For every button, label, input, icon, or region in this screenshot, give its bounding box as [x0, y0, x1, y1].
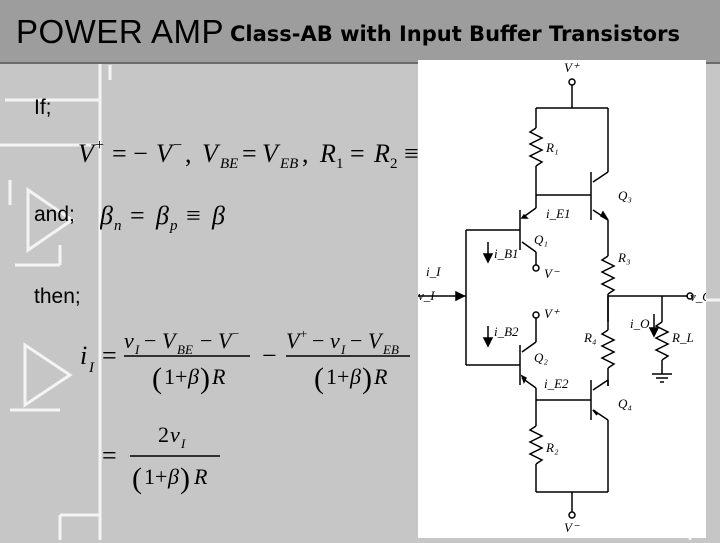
svg-text:V: V [262, 139, 281, 168]
label-r4: R₄ [583, 330, 597, 345]
svg-text:R: R [211, 364, 226, 389]
label-r1: R₁ [545, 140, 558, 155]
svg-text:BE: BE [177, 342, 193, 357]
svg-text:(: ( [132, 462, 142, 495]
label-q1: Q₁ [534, 232, 548, 247]
label-ie1: i_E1 [546, 206, 571, 221]
svg-text:v: v [330, 328, 340, 353]
svg-text:−: − [350, 328, 362, 353]
svg-text:1: 1 [336, 156, 344, 172]
svg-text:v: v [124, 328, 134, 353]
slide-subtitle: Class-AB with Input Buffer Transistors [230, 22, 680, 46]
svg-text:≡: ≡ [404, 139, 419, 168]
label-q2: Q₂ [534, 350, 548, 365]
label-vplus-q2: V⁺ [544, 306, 560, 321]
equation-result: = 2 v I ( 1+ β ) R [102, 418, 242, 503]
label-vminus-q1: V⁻ [544, 266, 560, 281]
label-io: i_O [630, 316, 650, 331]
svg-text:,: , [185, 139, 192, 168]
svg-text:R: R [193, 464, 208, 489]
label-r2: R₂ [545, 440, 559, 455]
label-q3: Q₃ [618, 188, 632, 203]
svg-text:−: − [144, 328, 156, 353]
svg-text:I: I [340, 342, 346, 357]
label-vplus-top: V⁺ [564, 60, 580, 75]
slide-title: POWER AMP [16, 13, 225, 50]
svg-text:i: i [80, 341, 87, 370]
svg-text:−: − [173, 137, 182, 154]
label-q4: Q₄ [618, 396, 632, 411]
svg-text:2: 2 [158, 422, 169, 447]
label-vi: v_I [418, 288, 435, 303]
svg-text:I: I [180, 436, 186, 451]
label-ib2: i_B2 [494, 324, 519, 339]
svg-text:V: V [162, 328, 178, 353]
circuit-schematic: V⁺ R₁ Q₃ i_E1 Q₁ i_B1 V⁻ R₃ i_I v_I v_O … [418, 60, 712, 538]
label-ie2: i_E2 [544, 376, 569, 391]
svg-text:R: R [319, 139, 336, 168]
label-then: then; [34, 285, 81, 308]
svg-text:V: V [286, 328, 302, 353]
svg-text:I: I [88, 360, 95, 376]
svg-text:=: = [242, 139, 257, 168]
label-and: and; [34, 203, 75, 226]
label-ii: i_I [426, 264, 441, 279]
svg-text:+: + [95, 137, 104, 154]
equation-beta: β n = β p ≡ β [99, 196, 240, 241]
svg-text:V: V [156, 139, 175, 168]
svg-text:n: n [114, 218, 122, 234]
svg-text:V: V [368, 328, 384, 353]
svg-text:1+: 1+ [326, 364, 349, 389]
svg-text:−: − [262, 341, 277, 370]
svg-text:2: 2 [390, 156, 398, 172]
svg-text:V: V [202, 139, 221, 168]
svg-text:): ) [180, 462, 190, 495]
svg-text:−: − [200, 328, 212, 353]
svg-text:β: β [167, 464, 179, 489]
svg-text:R: R [373, 364, 388, 389]
svg-text:=: = [130, 201, 145, 230]
label-vo: v_O [690, 289, 706, 304]
svg-text:EB: EB [382, 342, 399, 357]
svg-text:=: = [350, 139, 365, 168]
svg-text:V: V [218, 328, 234, 353]
svg-text:= −: = − [112, 139, 148, 168]
equation-conditions: V + = − V − , V BE = V EB , R 1 = R 2 ≡ … [78, 134, 458, 179]
svg-text:1+: 1+ [144, 464, 167, 489]
svg-text:β: β [187, 364, 199, 389]
svg-text:=: = [102, 341, 117, 370]
label-vminus-bottom: V⁻ [564, 520, 580, 535]
svg-text:+: + [300, 326, 307, 341]
svg-text:V: V [78, 139, 97, 168]
svg-text:): ) [200, 362, 210, 395]
svg-text:=: = [102, 441, 117, 470]
svg-text:1+: 1+ [164, 364, 187, 389]
svg-text:β: β [100, 201, 113, 230]
svg-text:β: β [211, 201, 225, 230]
svg-text:R: R [373, 139, 390, 168]
label-r3: R₃ [617, 250, 630, 265]
svg-text:EB: EB [279, 156, 298, 172]
label-ib1: i_B1 [494, 246, 519, 261]
svg-text:−: − [312, 328, 324, 353]
svg-text:): ) [362, 362, 372, 395]
svg-text:p: p [169, 218, 178, 234]
svg-text:(: ( [152, 362, 162, 395]
title-bar: POWER AMP Class-AB with Input Buffer Tra… [0, 0, 720, 64]
svg-text:I: I [134, 342, 140, 357]
equation-input-current: i I = v I − V BE − V − ( 1+ β ) R − V + … [80, 322, 440, 407]
svg-text:β: β [349, 364, 361, 389]
svg-text:≡: ≡ [186, 201, 201, 230]
svg-text:β: β [155, 201, 169, 230]
label-if: If; [34, 96, 52, 119]
svg-text:,: , [302, 139, 309, 168]
svg-text:v: v [170, 422, 180, 447]
svg-text:−: − [232, 326, 239, 341]
svg-text:BE: BE [220, 156, 238, 172]
label-rl: R_L [671, 330, 694, 345]
svg-text:(: ( [314, 362, 324, 395]
